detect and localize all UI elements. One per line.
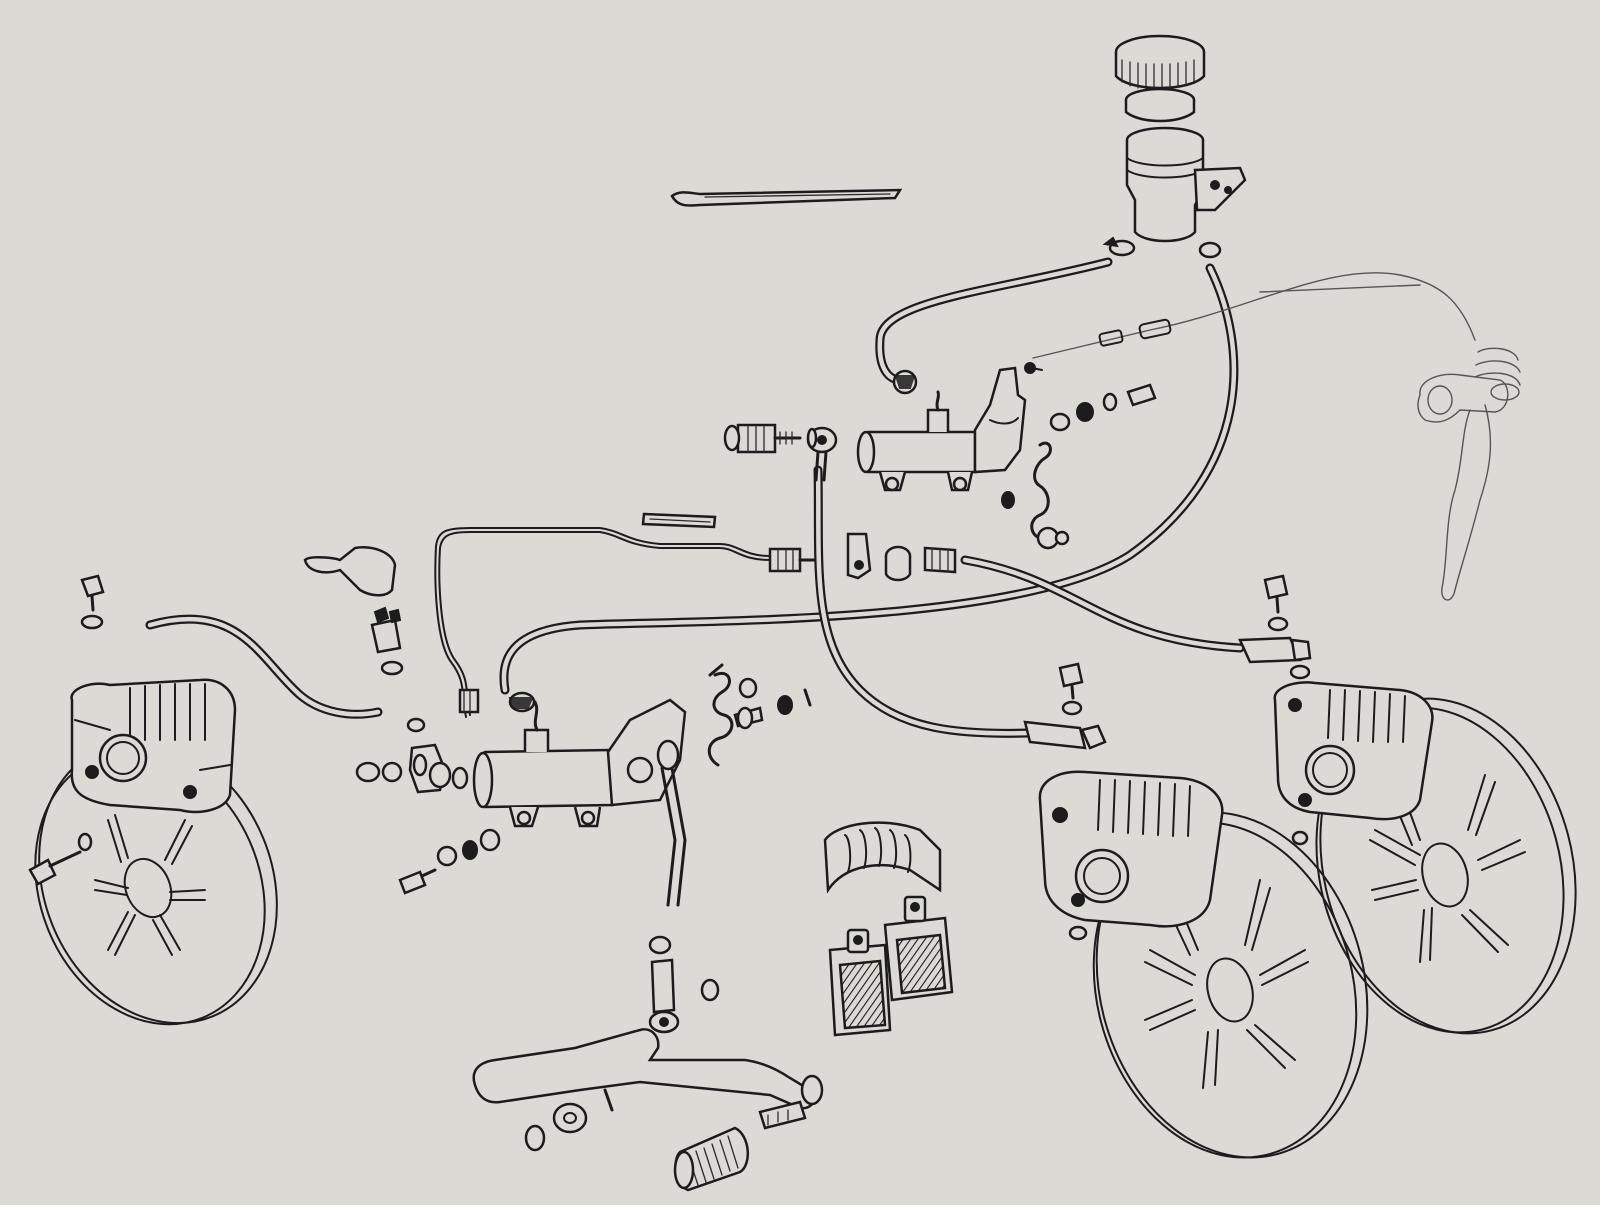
brake-caliper-right [1273,681,1434,821]
brake-pad-front [828,928,892,1037]
pin-rod [641,512,717,529]
pad-shim [823,821,942,894]
hose-union-middle [923,546,957,574]
return-spring-upper [1001,441,1070,550]
rear-master-cylinder [856,366,1027,492]
bleed-nipple-left [458,688,480,714]
bolt-left-disc [28,832,93,886]
tool-spanner [670,188,903,207]
spacer-middle [884,545,912,582]
hose-front-right-caliper [960,555,1245,653]
upper-fasteners [1024,362,1157,432]
reservoir-body [1125,126,1247,243]
upper-hose-union [892,369,918,395]
banjo-right [1238,636,1312,680]
brake-caliper-left [70,678,237,814]
hose-reservoir-to-front-master-cylinder [499,263,1239,695]
bleed-cap [303,546,397,597]
brake-light-switch-upper [723,423,802,454]
clutch-lever [1417,347,1521,601]
clutch-cable [1032,272,1476,359]
hose-rear-caliper [813,465,1035,738]
bolt-middle-caliper-top [1058,662,1084,716]
bolt-right-caliper-top [1263,574,1289,632]
rigid-brake-pipe [434,527,771,718]
hose-left-caliper [145,614,383,719]
hose-reservoir-to-rear-master-cylinder [875,257,1113,385]
hose-union-lower [508,691,536,713]
bolt-left-caliper-top [80,574,105,630]
banjo-fitting-left [355,717,469,794]
pressure-switch-left [370,606,404,676]
brake-pad-rear [883,895,954,1002]
brake-pedal [472,1028,824,1130]
brake-light-switch-middle [768,547,817,573]
pushrod-nut-clevis [648,935,720,1034]
lower-fasteners [398,828,501,895]
reservoir-cap [1114,34,1206,90]
return-spring-lower [707,663,734,767]
front-master-cylinder [472,698,687,828]
pushrod-fasteners-lower [733,677,812,730]
washer-middle-disc [1068,925,1088,941]
pedal-rubber [673,1126,749,1192]
reservoir-ring [1124,87,1196,123]
reservoir-hose-clips [1102,236,1222,259]
clevis-upper [806,426,838,482]
banjo-middle [1023,720,1107,750]
washer-right-disc [1291,830,1309,846]
pedal-pin-washers [524,1088,614,1152]
pedal-pushrod [656,739,687,907]
brake-caliper-middle [1038,770,1224,928]
bracket-middle [846,532,872,580]
